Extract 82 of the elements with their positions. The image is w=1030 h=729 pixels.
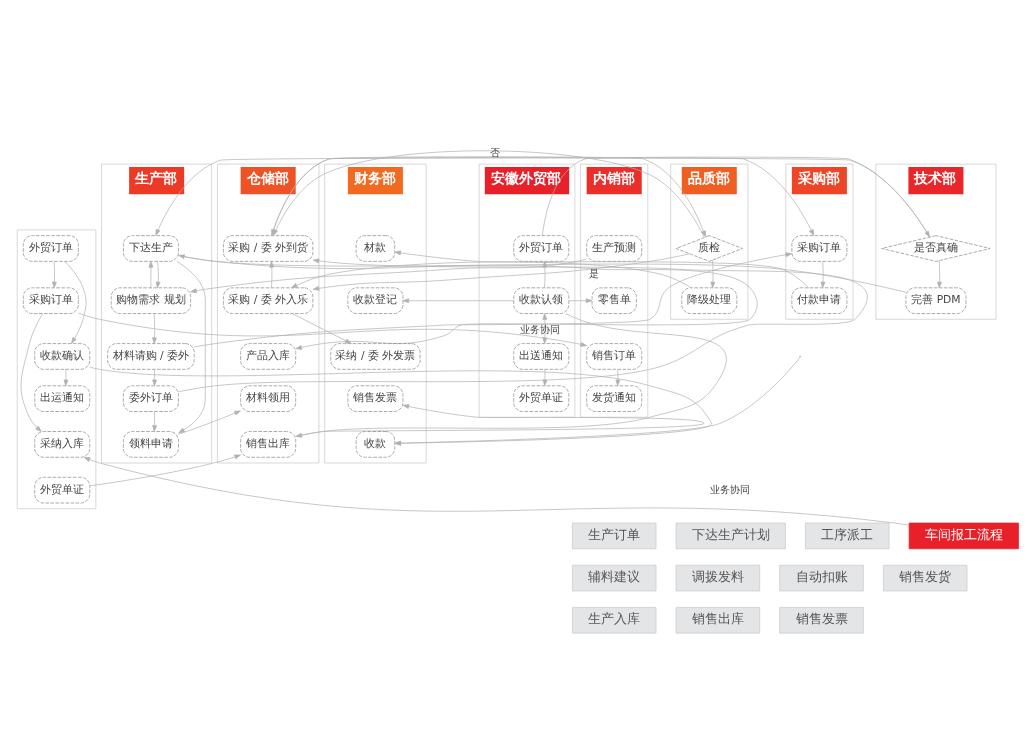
node-diamond: 是否真确 <box>881 235 991 262</box>
arrow <box>178 410 241 435</box>
node-box: 购物需求 规划 <box>110 287 191 314</box>
arrow <box>155 261 161 289</box>
node-box: 委外订单 <box>123 385 179 412</box>
node-box: 调拨发料 <box>675 564 761 592</box>
edge-label: 业务协同 <box>519 324 560 336</box>
node-box: 自动扣账 <box>779 564 864 592</box>
arrow <box>152 313 157 344</box>
node-box: 外贸单证 <box>513 385 570 412</box>
node-box: 采购 / 委 外到货 <box>223 235 314 262</box>
arrow <box>63 369 69 387</box>
arrow <box>291 313 352 344</box>
node-box: 辅料建议 <box>572 564 657 592</box>
arrow <box>394 356 801 446</box>
node-box: 领料申请 <box>123 431 179 458</box>
arrow <box>402 298 515 304</box>
arrow <box>615 369 621 387</box>
arrow <box>89 454 241 487</box>
node-box: 收款 <box>355 431 396 458</box>
node-box: 销售发票 <box>347 385 404 412</box>
node-box: 收款登记 <box>347 287 404 314</box>
node-box: 采纳 / 委 外发票 <box>330 343 421 370</box>
node-box: 产品入库 <box>240 343 297 370</box>
arrow <box>64 261 87 344</box>
node-box: 材料请购 / 委外 <box>107 343 195 370</box>
arrow <box>269 261 275 289</box>
arrow <box>20 313 43 432</box>
node-box: 采购订单 <box>22 287 79 314</box>
edge-label: 业务协同 <box>710 483 751 495</box>
arrow <box>937 260 942 289</box>
edge-label: 是 <box>588 268 599 280</box>
node-box: 销售发票 <box>779 607 864 634</box>
node-box: 生产入库 <box>572 607 657 634</box>
node-box: 采购订单 <box>791 235 848 262</box>
node-box: 下达生产计划 <box>675 522 786 550</box>
node-box: 收款确认 <box>34 343 91 370</box>
node-box: 销售出库 <box>675 607 761 634</box>
cluster <box>16 229 97 510</box>
arrow <box>295 313 727 438</box>
arrow <box>152 369 157 387</box>
arrow <box>568 298 593 304</box>
node-box: 收款认领 <box>513 287 570 314</box>
arrow <box>394 250 809 289</box>
arrow <box>52 261 57 289</box>
node-box: 完善 PDM <box>905 287 967 314</box>
arrow <box>710 259 716 289</box>
node-box: 零售单 <box>591 287 637 314</box>
node-box: 外贸单证 <box>34 476 91 504</box>
node-box: 出送通知 <box>513 343 570 370</box>
node-box: 采纳入库 <box>34 431 91 458</box>
node-box: 降级处理 <box>681 287 738 314</box>
node-box: 采购 / 委 外入乐 <box>223 287 314 314</box>
arrow <box>152 411 157 432</box>
arrow <box>312 253 690 291</box>
arrow <box>83 456 910 526</box>
node-box: 生产预测 <box>586 235 643 262</box>
node-box: 车间报工流程 <box>908 522 1019 550</box>
arrow <box>89 366 712 446</box>
arrow <box>820 261 826 289</box>
node-box: 销售发货 <box>883 564 968 592</box>
node-box: 材料领用 <box>240 385 297 412</box>
arrow <box>542 369 548 387</box>
node-box: 销售出库 <box>240 431 297 458</box>
node-box: 工序派工 <box>805 522 890 550</box>
node-box: 外贸订单 <box>513 235 570 262</box>
arrow <box>148 261 154 289</box>
arrow <box>78 312 587 347</box>
arrow <box>542 156 930 238</box>
node-box: 材款 <box>355 235 396 262</box>
node-box: 发货通知 <box>586 385 643 412</box>
arrow <box>178 254 907 293</box>
node-box: 外贸订单 <box>22 235 79 262</box>
edge-label: 否 <box>489 146 500 158</box>
arrow <box>176 261 206 434</box>
node-box: 出运通知 <box>34 385 91 412</box>
arrow <box>295 404 704 437</box>
node-box: 下达生产 <box>123 235 179 262</box>
node-box: 生产订单 <box>572 522 657 550</box>
node-box: 销售订单 <box>586 343 643 370</box>
node-box: 付款申请 <box>791 287 848 314</box>
node-diamond: 质检 <box>675 235 743 262</box>
